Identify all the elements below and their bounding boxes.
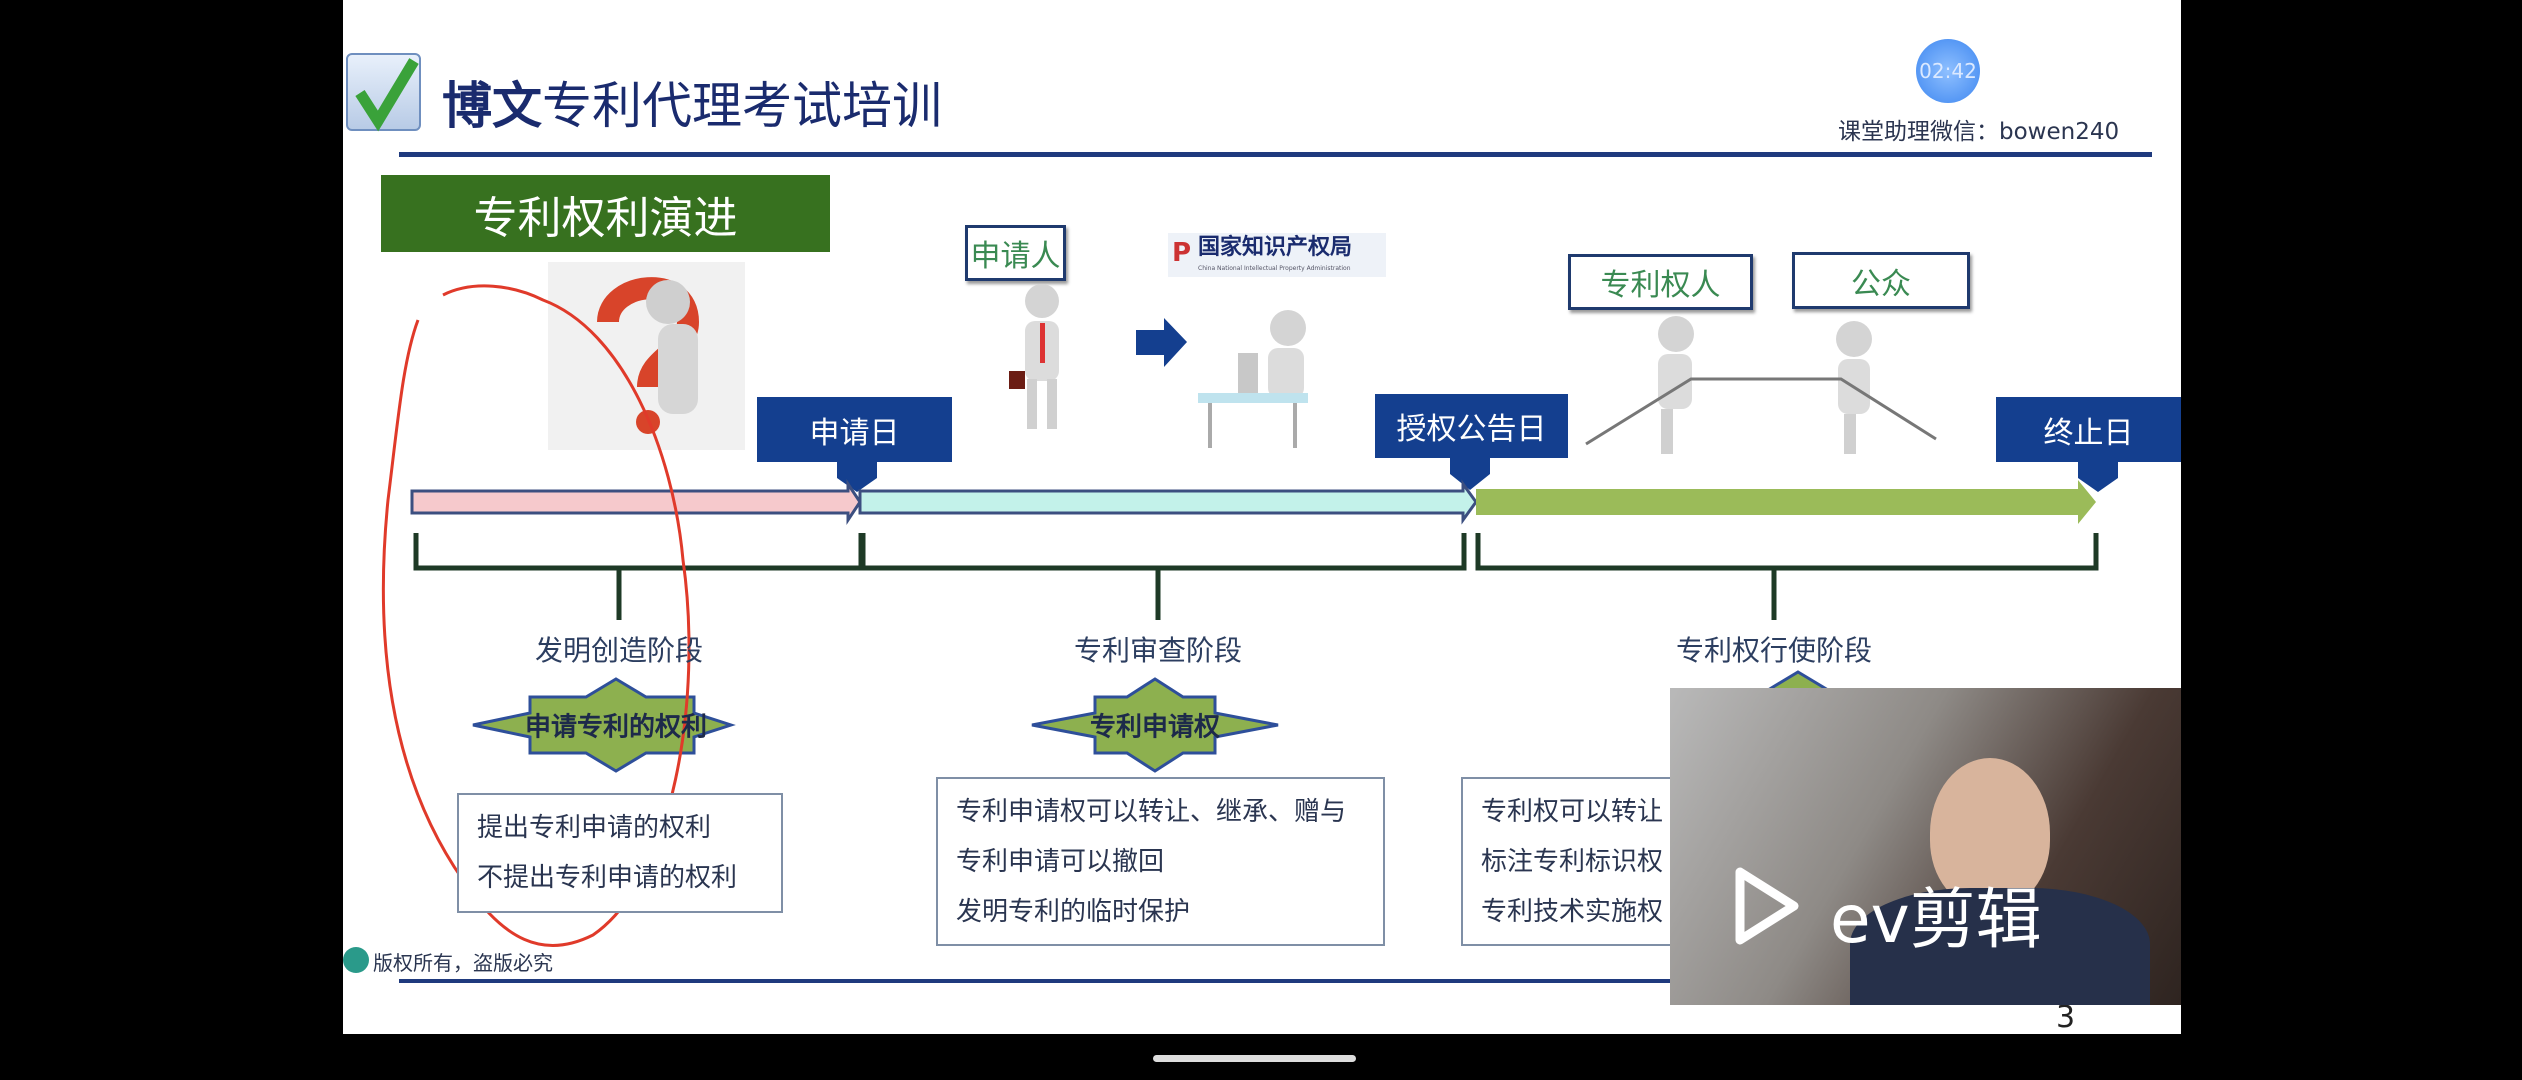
rights-item: 提出专利申请的权利 bbox=[477, 813, 712, 843]
webcam-video-overlay[interactable]: ev剪辑 bbox=[1670, 688, 2181, 1005]
examiner-figure-image bbox=[1198, 298, 1343, 450]
header-brand: 博文 bbox=[442, 77, 542, 135]
milestone-grant-date: 授权公告日 bbox=[1375, 394, 1568, 458]
red-annotation-circle bbox=[381, 284, 691, 948]
rights-item: 不提出专利申请的权利 bbox=[477, 863, 738, 893]
applicant-label: 申请人 bbox=[965, 225, 1066, 281]
stage-arrow-invention bbox=[410, 479, 862, 525]
presenter-face bbox=[1930, 758, 2050, 908]
play-icon bbox=[1732, 866, 1802, 950]
rights-item: 专利技术实施权 bbox=[1481, 897, 1664, 927]
rights-item: 专利申请权可以转让、继承、赠与 bbox=[956, 797, 1347, 827]
header-title: 博文专利代理考试培训 bbox=[442, 66, 942, 138]
applicant-figure-image bbox=[997, 281, 1086, 434]
star-badge-2 bbox=[1031, 677, 1279, 773]
copyright-text: 版权所有，盗版必究 bbox=[373, 951, 553, 975]
rights-item: 发明专利的临时保护 bbox=[956, 897, 1191, 927]
stage-label-examination: 专利审查阶段 bbox=[1073, 634, 1243, 667]
rights-box-invention: 提出专利申请的权利不提出专利申请的权利 bbox=[457, 793, 783, 913]
header-title-rest: 专利代理考试培训 bbox=[542, 77, 942, 135]
cnipa-logo: P 国家知识产权局 China National Intellectual Pr… bbox=[1168, 233, 1386, 277]
cnipa-logo-english: China National Intellectual Property Adm… bbox=[1198, 265, 1351, 272]
timer-badge[interactable]: 02:42 bbox=[1916, 39, 1980, 103]
right-label-invention: 申请专利的权利 bbox=[524, 712, 708, 743]
checkbox-logo-icon bbox=[346, 53, 421, 132]
assistant-wechat: 课堂助理微信：bowen240 bbox=[1838, 119, 2120, 145]
header-divider bbox=[399, 152, 2152, 157]
stage-label-invention: 发明创造阶段 bbox=[534, 634, 704, 667]
brace-exercise bbox=[1475, 533, 2099, 571]
milestone-filing-date: 申请日 bbox=[757, 397, 952, 462]
stage-label-exercise: 专利权行使阶段 bbox=[1675, 634, 1873, 667]
section-title: 专利权利演进 bbox=[381, 175, 830, 252]
tug-of-war-image bbox=[1576, 314, 1954, 458]
filing-pointer bbox=[837, 462, 877, 492]
right-label-examination: 专利申请权 bbox=[1089, 712, 1221, 743]
milestone-termination-date: 终止日 bbox=[1996, 397, 2181, 462]
home-indicator[interactable] bbox=[1153, 1055, 1356, 1062]
page-number: 3 bbox=[2056, 1000, 2076, 1035]
rights-item: 专利申请可以撤回 bbox=[956, 847, 1165, 877]
stage-arrow-exercise bbox=[1476, 480, 2096, 524]
termination-pointer bbox=[2078, 462, 2118, 492]
brace-invention bbox=[413, 533, 866, 571]
ev-watermark: ev剪辑 bbox=[1830, 881, 2042, 958]
rights-box-examination: 专利申请权可以转让、继承、赠与专利申请可以撤回发明专利的临时保护 bbox=[936, 777, 1385, 946]
timer-text: 02:42 bbox=[1919, 59, 1977, 83]
grant-pointer bbox=[1450, 458, 1490, 490]
cnipa-p-mark-icon: P bbox=[1172, 238, 1192, 268]
cnipa-logo-text: 国家知识产权局 bbox=[1198, 235, 1353, 260]
copyright-icon bbox=[343, 947, 369, 973]
rights-item: 标注专利标识权 bbox=[1481, 847, 1664, 877]
rights-item: 专利权可以转让 bbox=[1481, 797, 1664, 827]
public-label: 公众 bbox=[1792, 252, 1970, 309]
slide: 博文专利代理考试培训 02:42 课堂助理微信：bowen240 专利权利演进 … bbox=[343, 0, 2181, 1034]
arrow-right-icon bbox=[1136, 318, 1187, 371]
presenter-body bbox=[1850, 888, 2150, 1005]
patentee-label: 专利权人 bbox=[1568, 254, 1753, 310]
section-title-text: 专利权利演进 bbox=[473, 192, 738, 244]
stage-arrow-examination bbox=[858, 479, 1478, 525]
brace-examination bbox=[858, 533, 1467, 571]
star-badge-1 bbox=[472, 677, 736, 773]
